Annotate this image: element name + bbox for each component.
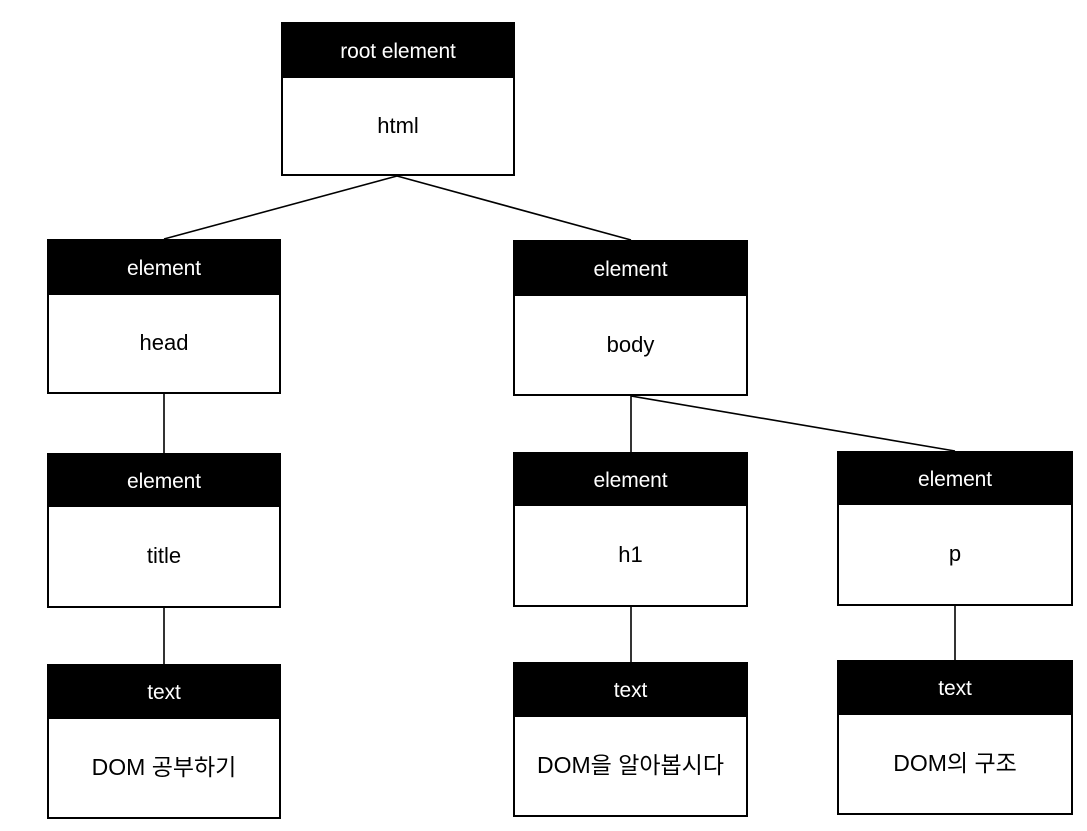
node-h1-text-value-label: DOM을 알아봅시다 [515,717,746,815]
node-p-text-type-label: text [839,662,1071,715]
node-p-type-label: element [839,453,1071,505]
edge-html-to-body [396,175,632,241]
node-title-type-label: element [49,455,279,507]
node-head-type-label: element [49,241,279,295]
node-head-value-label: head [49,295,279,392]
node-title-text-value-label: DOM 공부하기 [49,719,279,817]
node-h1-type-label: element [515,454,746,506]
node-title-value-label: title [49,507,279,606]
node-html-value-label: html [283,78,513,174]
node-h1-text-type-label: text [515,664,746,717]
node-p-text-value-label: DOM의 구조 [839,715,1071,813]
node-body-value-label: body [515,296,746,394]
node-h1-value-label: h1 [515,506,746,605]
node-title-text-type-label: text [49,666,279,719]
node-p-value-label: p [839,505,1071,604]
node-body-type-label: element [515,242,746,296]
edge-body-to-p [630,395,956,452]
edge-html-to-head [163,175,398,240]
node-html-type-label: root element [283,24,513,78]
